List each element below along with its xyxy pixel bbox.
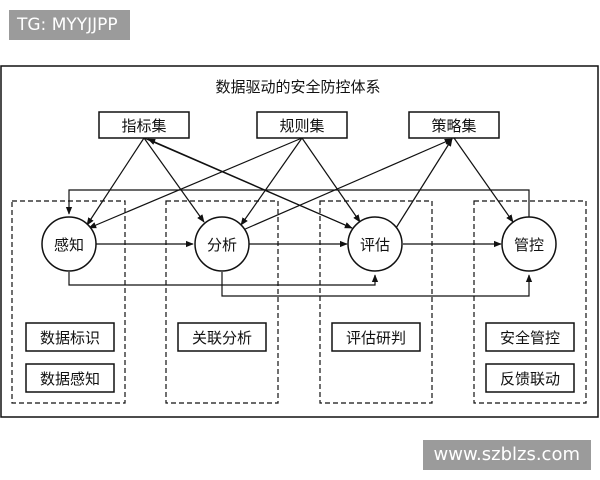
outer-frame — [0, 65, 599, 418]
arrow-evaluate-to-indicators — [147, 138, 353, 229]
data-labeling-box — [25, 322, 115, 352]
rule-set-label: 规则集 — [279, 117, 324, 135]
perceive-label: 感知 — [54, 236, 84, 254]
indicator-set-label: 指标集 — [121, 117, 166, 135]
evaluate-node — [347, 216, 403, 272]
control-group-frame — [473, 200, 587, 404]
security-control-label: 安全管控 — [500, 329, 560, 347]
arrow-rules-to-perceive — [88, 137, 303, 229]
control-label: 管控 — [514, 236, 544, 254]
evaluation-judgment-box — [331, 322, 421, 352]
data-perception-box — [25, 363, 115, 393]
analyze-label: 分析 — [207, 236, 237, 254]
watermark-top: TG: MYYJJPP — [9, 10, 130, 40]
arrow-evaluate-to-strategies — [395, 138, 453, 229]
correlation-analysis-box — [177, 322, 267, 352]
arrow-analyze-to-strategies — [242, 138, 453, 231]
evaluate-group-frame — [319, 200, 433, 404]
perceive-node — [41, 216, 97, 272]
evaluate-label: 评估 — [360, 236, 390, 254]
watermark-bottom: www.szblzs.com — [422, 440, 591, 470]
evaluation-judgment-label: 评估研判 — [346, 329, 406, 347]
security-control-box — [485, 322, 575, 352]
data-labeling-label: 数据标识 — [40, 329, 100, 347]
analyze-group-frame — [165, 200, 279, 404]
arrow-indicators-to-perceive — [86, 137, 145, 226]
analyze-node — [194, 216, 250, 272]
correlation-analysis-label: 关联分析 — [192, 329, 252, 347]
arrow-rules-to-evaluate — [301, 137, 361, 223]
control-node — [501, 216, 557, 272]
arrow-strategies-to-control — [453, 137, 514, 223]
diagram-title: 数据驱动的安全防控体系 — [215, 78, 380, 96]
indicator-set-box — [98, 111, 190, 139]
arrow-indicators-to-analyze — [143, 137, 205, 223]
arrow-rules-to-analyze — [240, 137, 303, 226]
feedback-linkage-label: 反馈联动 — [500, 370, 560, 388]
strategy-set-label: 策略集 — [431, 117, 476, 135]
feedback-control-to-perceive — [65, 189, 530, 218]
data-perception-label: 数据感知 — [40, 370, 100, 388]
bypass-analyze-to-control — [221, 272, 533, 297]
feedback-linkage-box — [485, 363, 575, 393]
